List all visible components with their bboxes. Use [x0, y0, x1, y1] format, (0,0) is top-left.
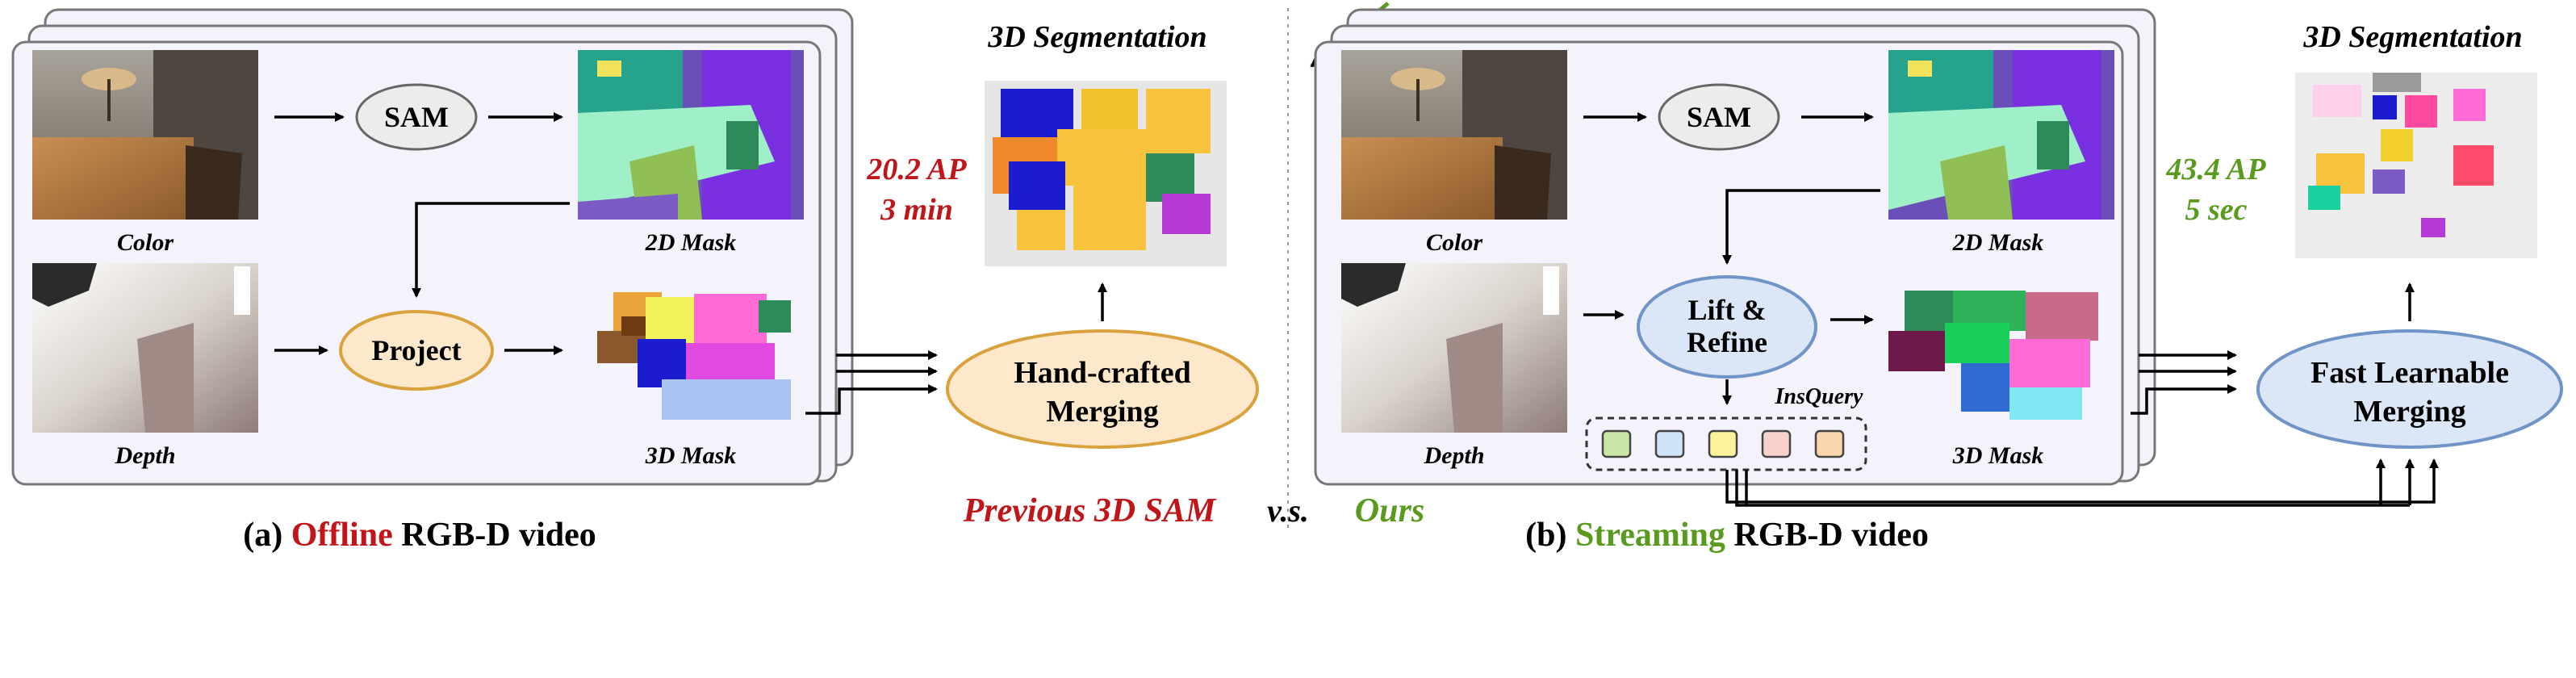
right-depth-label: Depth: [1424, 442, 1485, 469]
insquery-token: [1814, 429, 1845, 458]
offline-panel: [11, 8, 1259, 486]
insquery-token: [1654, 429, 1685, 458]
segmentation-result-right: [2295, 73, 2537, 258]
mask-2d-image: [578, 50, 804, 220]
arrow-stack-bot: [2131, 384, 2237, 415]
arrow-mask2d-to-lift: [1722, 189, 1880, 265]
vs-label: v.s.: [1267, 492, 1309, 529]
ours-label: Ours: [1355, 492, 1424, 529]
right-caption: (b) Streaming RGB-D video: [1525, 517, 1929, 554]
arrow-stack-bot: [805, 384, 938, 415]
arrow-mask2d-to-project: [412, 202, 570, 298]
color-image: [1341, 50, 1567, 220]
previous-3d-sam-label: Previous 3D SAM: [963, 492, 1217, 529]
project-label: Project: [371, 334, 461, 366]
mask-3d-image: [597, 292, 791, 420]
right-seg-title: 3D Segmentation: [2302, 20, 2522, 54]
handcrafted-line2: Merging: [1046, 395, 1158, 429]
left-mask2d-label: 2D Mask: [645, 229, 737, 256]
handcrafted-line1: Hand-crafted: [1014, 356, 1191, 390]
left-depth-label: Depth: [115, 442, 176, 469]
fast-merging-line2: Merging: [2353, 395, 2465, 429]
fast-learnable-merging-node: [2256, 329, 2563, 449]
left-metric-ap: 20.2 AP: [866, 153, 967, 186]
fast-merging-line1: Fast Learnable: [2310, 356, 2509, 390]
right-metric-time: 5 sec: [2185, 193, 2247, 227]
insquery-token: [1601, 429, 1632, 458]
lift-line1: Lift &: [1688, 294, 1767, 326]
mask-3d-image: [1888, 291, 2098, 420]
right-mask2d-label: 2D Mask: [1952, 229, 2044, 256]
lift-refine-node: [1637, 275, 1817, 379]
right-metric-ap: 43.4 AP: [2165, 153, 2266, 186]
left-color-label: Color: [117, 229, 174, 256]
sam-node: [355, 83, 478, 151]
right-sam-label: SAM: [1687, 101, 1751, 133]
depth-image: [1341, 263, 1567, 433]
mask-2d-image: [1888, 50, 2114, 220]
query-route-2: [1735, 470, 2410, 507]
left-mask3d-label: 3D Mask: [645, 442, 737, 469]
insquery-tokens: [1601, 429, 1845, 458]
segmentation-result-left: [985, 81, 1227, 266]
left-sam-label: SAM: [384, 101, 449, 133]
handcrafted-merging-node: [946, 329, 1259, 449]
labels: Color Depth 2D Mask 3D Mask SAM Project …: [115, 20, 2523, 554]
sam-node: [1658, 83, 1780, 151]
color-image: [32, 50, 258, 220]
lift-line2: Refine: [1687, 326, 1767, 358]
left-caption: (a) Offline RGB-D video: [243, 517, 596, 554]
right-color-label: Color: [1426, 229, 1482, 256]
query-route-1: [1725, 458, 2439, 504]
depth-image: [32, 263, 258, 433]
right-mask3d-label: 3D Mask: [1952, 442, 2044, 469]
streaming-panel: [1314, 8, 2563, 507]
insquery-label: InsQuery: [1775, 384, 1863, 409]
insquery-token: [1708, 429, 1738, 458]
project-node: [339, 310, 494, 391]
left-metric-time: 3 min: [880, 193, 953, 227]
insquery-token: [1761, 429, 1792, 458]
left-seg-title: 3D Segmentation: [987, 20, 1206, 54]
